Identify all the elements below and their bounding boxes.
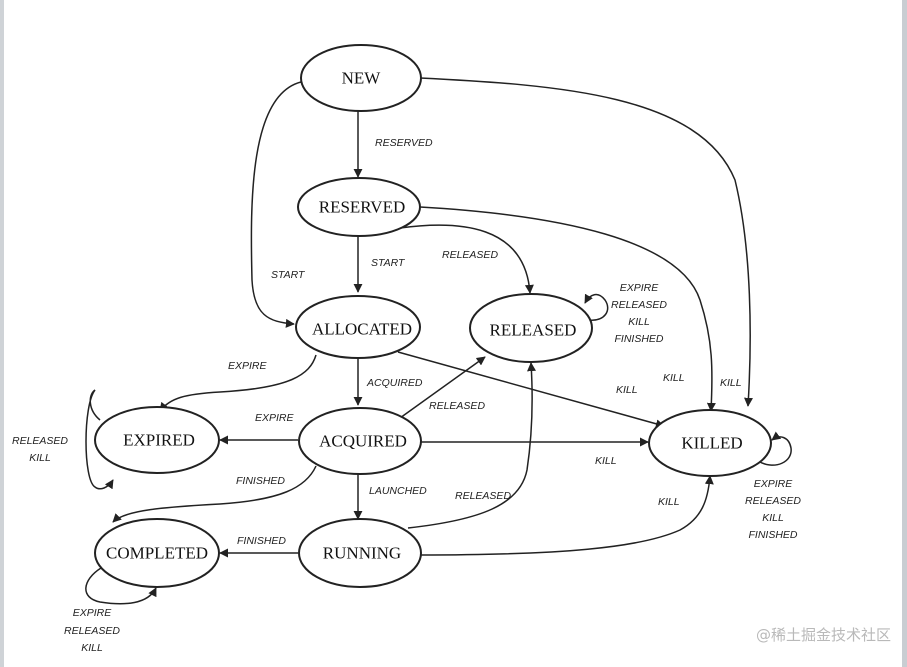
label-expired-self-1: RELEASED [12, 435, 68, 447]
label-killed-self-4: FINISHED [748, 529, 797, 541]
label-acquired-running: LAUNCHED [369, 485, 427, 497]
label-released-self: EXPIRE RELEASED KILL FINISHED [611, 282, 667, 345]
state-completed: COMPLETED [94, 518, 220, 588]
label-allocated-expired: EXPIRE [228, 360, 268, 372]
state-killed-label: KILLED [681, 434, 742, 453]
label-acquired-released: RELEASED [429, 400, 485, 412]
label-killed-self-2: RELEASED [745, 495, 801, 507]
label-acquired-expired: EXPIRE [255, 412, 295, 424]
state-killed: KILLED [648, 409, 772, 477]
label-completed-self-3: KILL [81, 642, 103, 654]
frame-border-left [0, 0, 4, 667]
label-reserved-killed: KILL [663, 372, 685, 384]
state-allocated-label: ALLOCATED [312, 320, 412, 339]
label-expired-self: RELEASED KILL [12, 435, 68, 464]
state-allocated: ALLOCATED [295, 295, 421, 359]
label-killed-self-3: KILL [762, 512, 784, 524]
label-running-released: RELEASED [455, 490, 511, 502]
edge-expired-self [85, 389, 114, 490]
label-released-self-4: FINISHED [614, 333, 663, 345]
label-running-completed: FINISHED [237, 535, 286, 547]
label-completed-self: EXPIRE RELEASED KILL [64, 607, 120, 654]
label-new-reserved: RESERVED [375, 137, 433, 149]
edge-acquired-released [399, 356, 486, 419]
edge-running-killed [419, 475, 714, 556]
state-released-label: RELEASED [490, 321, 577, 340]
label-released-self-2: RELEASED [611, 299, 667, 311]
state-expired: EXPIRED [94, 406, 220, 474]
state-completed-label: COMPLETED [106, 544, 208, 563]
edge-new-allocated-start [250, 81, 302, 328]
edge-acquired-completed [112, 465, 317, 523]
label-killed-self: EXPIRE RELEASED KILL FINISHED [745, 478, 801, 541]
label-acquired-killed: KILL [595, 455, 617, 467]
state-acquired: ACQUIRED [298, 407, 422, 475]
edge-killed-self [759, 431, 792, 466]
label-allocated-acquired: ACQUIRED [366, 377, 423, 389]
label-reserved-allocated-start: START [371, 257, 406, 269]
edge-reserved-killed [419, 206, 716, 412]
label-killed-self-1: EXPIRE [754, 478, 794, 490]
state-released: RELEASED [469, 293, 593, 363]
state-new-label: NEW [342, 69, 382, 88]
label-new-allocated-start: START [271, 269, 306, 281]
watermark: @稀土掘金技术社区 [755, 626, 891, 644]
edge-new-killed [419, 77, 753, 407]
state-acquired-label: ACQUIRED [319, 432, 407, 451]
state-expired-label: EXPIRED [123, 431, 195, 450]
edge-running-released [407, 362, 536, 529]
label-reserved-released: RELEASED [442, 249, 498, 261]
state-reserved-label: RESERVED [319, 198, 405, 217]
label-released-self-1: EXPIRE [620, 282, 660, 294]
label-expired-self-2: KILL [29, 452, 51, 464]
edge-reserved-released [399, 224, 534, 294]
label-released-self-3: KILL [628, 316, 650, 328]
label-running-killed: KILL [658, 496, 680, 508]
label-allocated-killed: KILL [616, 384, 638, 396]
label-new-killed: KILL [720, 377, 742, 389]
label-completed-self-2: RELEASED [64, 625, 120, 637]
edge-released-self [584, 293, 609, 321]
edge-completed-self [85, 567, 157, 605]
state-running-label: RUNNING [323, 544, 401, 563]
edge-allocated-killed [397, 351, 665, 429]
edge-allocated-expired [159, 354, 317, 412]
label-acquired-completed: FINISHED [236, 475, 285, 487]
state-running: RUNNING [298, 518, 422, 588]
state-new: NEW [300, 44, 422, 112]
frame-border-right [902, 0, 907, 667]
state-reserved: RESERVED [297, 177, 421, 237]
label-completed-self-1: EXPIRE [73, 607, 113, 619]
